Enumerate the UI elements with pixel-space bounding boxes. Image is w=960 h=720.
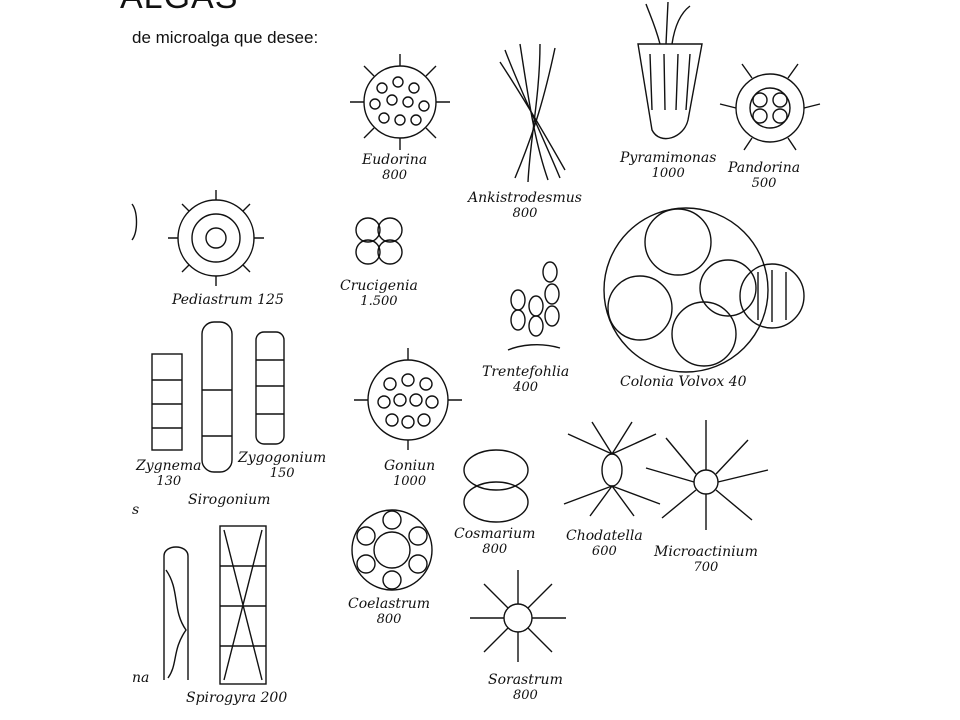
left-edge-partial-drawing	[131, 203, 138, 241]
volvox-colony-drawing	[603, 207, 805, 373]
chodatella-drawing	[563, 421, 661, 517]
pediastrum-drawing	[168, 190, 264, 286]
crucigenia-drawing	[355, 217, 403, 265]
trentefohlia-drawing	[507, 261, 561, 351]
label-spirogyra: Spirogyra 200	[186, 690, 288, 706]
coelastrum-drawing	[351, 509, 433, 591]
left-edge-fragment-na: na	[132, 670, 150, 686]
spirogyra-drawing	[163, 525, 267, 685]
label-colonia-volvox: Colonia Volvox 40	[620, 374, 747, 390]
eudorina-drawing	[350, 54, 450, 150]
left-edge-fragment-s: s	[132, 502, 140, 518]
cosmarium-drawing	[463, 449, 529, 523]
goniun-drawing	[354, 348, 462, 450]
page-title: ALGAS	[120, 0, 238, 17]
label-pediastrum: Pediastrum 125	[172, 292, 284, 308]
pandorina-drawing	[719, 63, 821, 151]
ankistrodesmus-drawing	[499, 43, 566, 183]
left-margin	[0, 0, 132, 720]
pyramimonas-drawing	[637, 1, 703, 140]
sorastrum-drawing	[470, 570, 566, 662]
label-sirogonium: Sirogonium	[188, 492, 271, 508]
filament-algae-drawing	[151, 321, 285, 473]
microactinium-drawing	[645, 420, 769, 530]
page-subtitle: de microalga que desee:	[132, 28, 319, 47]
